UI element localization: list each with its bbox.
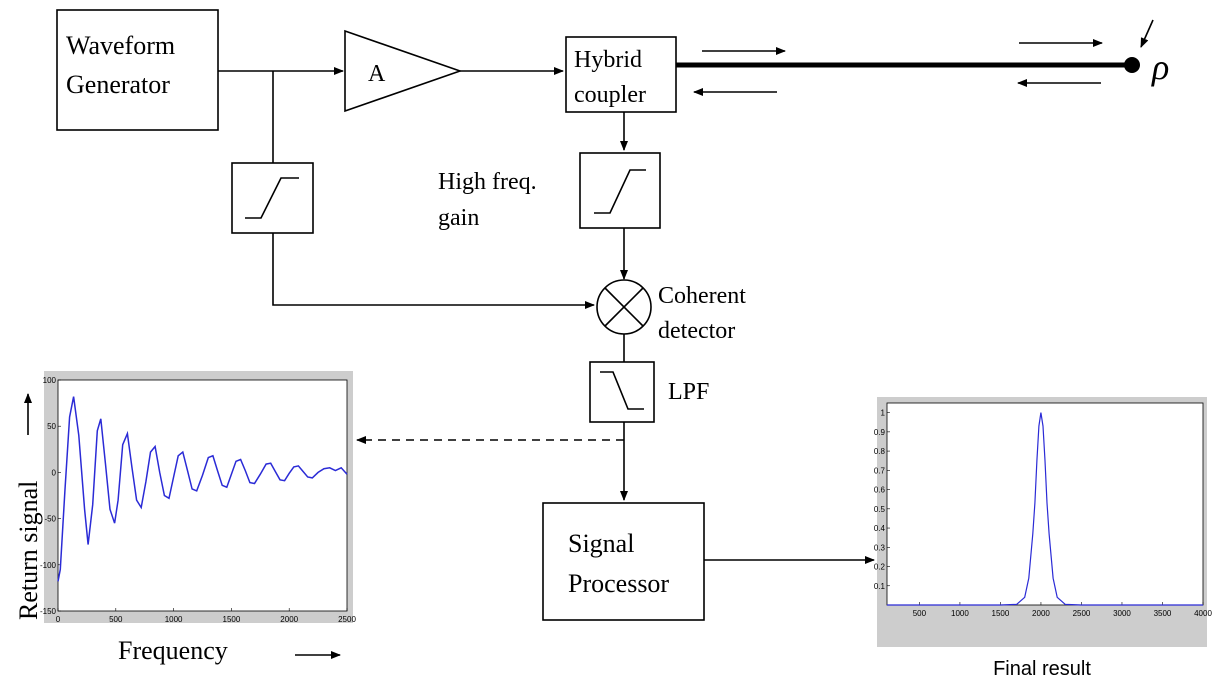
return-plot-xtick-label: 1500 (223, 615, 241, 624)
return-plot-ytick-label: 50 (47, 422, 56, 431)
amplifier-block: A (344, 29, 463, 113)
hybrid-coupler-block: Hybrid coupler (565, 36, 677, 113)
return-plot-xtick-label: 2000 (280, 615, 298, 624)
final-plot-axes (886, 402, 1204, 606)
lpf-label: LPF (668, 379, 709, 405)
reference-filter (231, 162, 314, 234)
lowpass-filter (589, 361, 655, 423)
waveform-generator-block: Waveform Generator (56, 9, 219, 131)
highpass-icon (594, 169, 646, 214)
final-plot-xtick-label: 3000 (1113, 609, 1131, 618)
final-plot-xtick-label: 1000 (951, 609, 969, 618)
final-plot-ytick-label: 0.3 (874, 543, 886, 552)
return-plot-ytick-label: -50 (44, 515, 56, 524)
return-signal-series-line (57, 396, 348, 582)
coherent-detector-label-line1: Coherent (658, 283, 746, 309)
return-plot-xtick-label: 0 (56, 615, 61, 624)
return-plot-ylabel: Return signal (14, 481, 43, 620)
amplifier-label: A (368, 61, 386, 87)
signal-processor-label-line1: Signal (568, 529, 634, 558)
final-plot-ytick-label: 0.2 (874, 563, 886, 572)
incident-marker-arrow (1140, 19, 1154, 48)
high-freq-gain-label-line2: gain (438, 205, 479, 231)
final-plot-xtick-label: 500 (913, 609, 927, 618)
final-plot-xtick-label: 2500 (1073, 609, 1091, 618)
high-freq-gain-filter (579, 152, 661, 229)
final-result-plot: 500 1000 1500 2000 2500 3000 3500 4000 1 0.9 0.8 0.… (874, 397, 1213, 647)
final-plot-ytick-label: 0.1 (874, 582, 886, 591)
final-plot-ticks: 500 1000 1500 2000 2500 3000 3500 4000 1 0.9 0.8 0.… (874, 409, 1213, 618)
final-plot-xtick-label: 3500 (1154, 609, 1172, 618)
waveform-generator-label-line1: Waveform (66, 31, 175, 60)
final-plot-ytick-label: 0.9 (874, 428, 886, 437)
final-result-series-line (887, 412, 1203, 606)
final-plot-xtick-label: 4000 (1194, 609, 1212, 618)
final-plot-xtick-label: 2000 (1032, 609, 1050, 618)
final-plot-ytick-label: 0.7 (874, 466, 886, 475)
final-plot-xlabel: Final result (993, 658, 1091, 680)
lowpass-icon (600, 371, 644, 410)
return-plot-xtick-label: 500 (109, 615, 123, 624)
return-plot-ytick-label: -100 (40, 561, 57, 570)
return-plot-xtick-label: 1000 (165, 615, 183, 624)
return-plot-ytick-label: -150 (40, 607, 57, 616)
reflection-coefficient-symbol: ρ (1151, 47, 1169, 87)
high-freq-gain-label-line1: High freq. (438, 169, 537, 195)
hybrid-coupler-label-line1: Hybrid (574, 47, 642, 73)
reference-filter-icon (245, 177, 299, 219)
final-plot-ytick-label: 0.6 (874, 486, 886, 495)
multiply-icon-stroke2 (604, 287, 644, 327)
waveform-generator-label-line2: Generator (66, 70, 170, 99)
coherent-detector (596, 279, 652, 335)
signal-processor-label-line2: Processor (568, 569, 669, 598)
return-plot-xlabel: Frequency (118, 636, 228, 665)
signal-processor-block: Signal Processor (542, 502, 705, 621)
final-plot-ytick-label: 0.8 (874, 447, 886, 456)
return-plot-ytick-label: 100 (43, 376, 57, 385)
final-plot-xtick-label: 1500 (992, 609, 1010, 618)
return-plot-axes (57, 379, 348, 612)
return-plot-xtick-label: 2500 (338, 615, 356, 624)
coherent-detector-label-line2: detector (658, 318, 735, 344)
hybrid-coupler-label-line2: coupler (574, 82, 646, 108)
target-reflector (1124, 57, 1140, 73)
final-plot-ytick-label: 0.5 (874, 505, 886, 514)
wire-reference-to-detector (272, 233, 595, 309)
final-plot-ytick-label: 0.4 (874, 524, 886, 533)
final-plot-ytick-label: 1 (881, 409, 886, 418)
return-plot-ytick-label: 0 (52, 468, 57, 477)
